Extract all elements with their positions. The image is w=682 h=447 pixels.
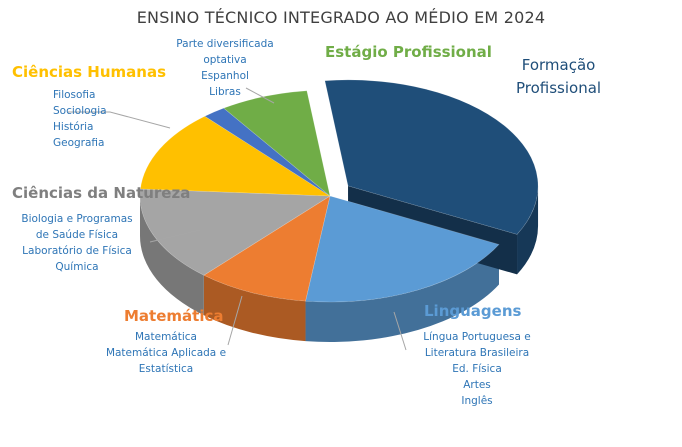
formacao-profissional-label: Formação Profissional xyxy=(516,56,602,97)
diversificada-items: Parte diversificada optativa Espanhol Li… xyxy=(160,36,290,100)
list-item: Estatística xyxy=(138,363,194,375)
list-item: História xyxy=(53,121,94,133)
leader-humanas xyxy=(68,111,171,129)
list-item: Parte diversificada xyxy=(176,38,274,50)
leader-linguagens xyxy=(393,311,407,351)
linguagens-items: Língua Portuguesa e Literatura Brasileir… xyxy=(412,329,542,409)
matematica-label: Matemática xyxy=(124,307,224,325)
slice-6 xyxy=(223,90,331,197)
list-item: Matemática Aplicada e xyxy=(105,347,227,359)
list-item: Filosofia xyxy=(53,89,96,101)
leader-diversificada xyxy=(245,87,275,104)
list-item: Língua Portuguesa e xyxy=(423,331,531,343)
estagio-profissional-label: Estágio Profissional xyxy=(325,43,492,61)
slice-3 xyxy=(139,188,331,276)
list-item: Química xyxy=(55,261,99,273)
list-item: Espanhol xyxy=(201,70,249,82)
slice-side-1 xyxy=(305,244,499,343)
list-item: Matemática xyxy=(135,331,197,343)
natureza-items: Biologia e Programas de Saúde Física Lab… xyxy=(12,211,142,275)
list-item: Libras xyxy=(209,86,241,98)
list-item: Inglês xyxy=(461,395,493,407)
ciencias-natureza-label: Ciências da Natureza xyxy=(12,184,191,202)
slice-2 xyxy=(203,195,331,302)
list-item: Geografia xyxy=(53,137,105,149)
chart-title: ENSINO TÉCNICO INTEGRADO AO MÉDIO EM 202… xyxy=(136,8,546,27)
leader-matematica xyxy=(227,295,243,346)
humanas-items: Filosofia Sociologia História Geografia xyxy=(53,87,107,151)
list-item: Laboratório de Física xyxy=(22,245,132,257)
slice-5 xyxy=(204,107,331,197)
list-item: optativa xyxy=(203,54,247,66)
slice-0 xyxy=(324,79,539,235)
slice-side-0 xyxy=(517,185,539,275)
list-item: Literatura Brasileira xyxy=(424,347,530,359)
slice-1 xyxy=(305,195,500,303)
matematica-items: Matemática Matemática Aplicada e Estatís… xyxy=(96,329,236,377)
list-item: Biologia e Programas xyxy=(21,213,133,225)
list-item: Sociologia xyxy=(53,105,107,117)
slice-4 xyxy=(140,115,332,197)
list-item: de Saúde Física xyxy=(35,229,119,241)
slice-side-3 xyxy=(140,196,204,316)
list-item: Artes xyxy=(463,379,491,391)
linguagens-label: Linguagens xyxy=(424,302,522,320)
ciencias-humanas-label: Ciências Humanas xyxy=(12,63,167,81)
slice-side-2 xyxy=(203,275,306,342)
leader-natureza xyxy=(149,229,201,243)
list-item: Ed. Física xyxy=(452,363,502,375)
